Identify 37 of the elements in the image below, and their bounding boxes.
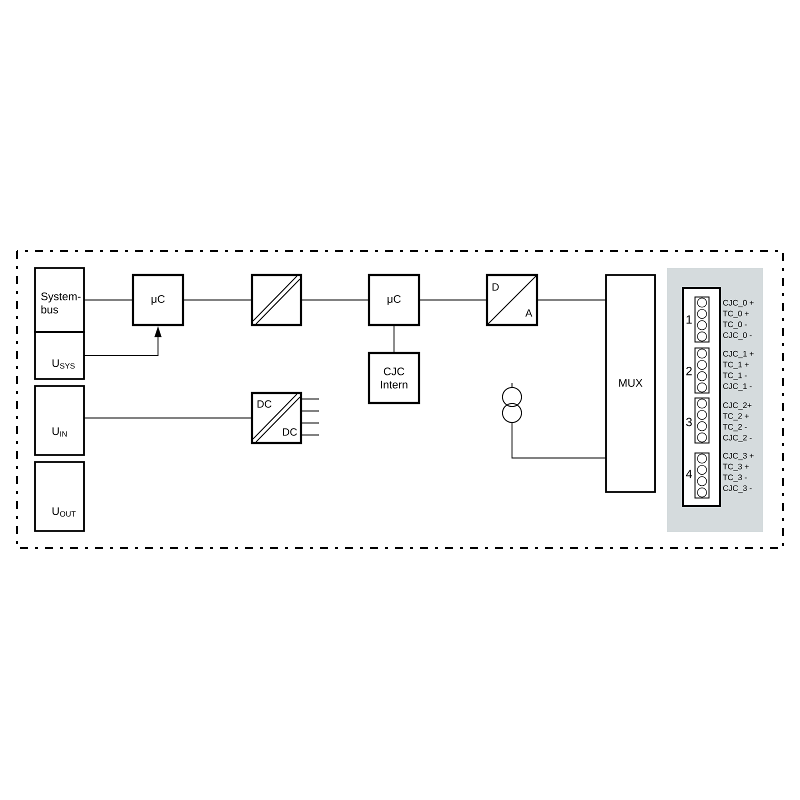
pin-label: CJC_1 - [723,383,752,390]
connection-line [512,422,606,458]
function-block: μC [368,274,420,326]
pin-label: CJC_0 + [723,300,754,308]
connector-number: 1 [686,315,692,324]
connector-number: 3 [686,418,692,426]
converter-block: D A [486,274,538,326]
pin-label: CJC_3 - [723,485,752,492]
column-segment: U$_{OUT}$ [34,461,85,532]
function-block: CJC Intern [368,352,420,404]
output-line [300,410,320,412]
column-segment: U$_{SYS}$ [34,331,85,380]
pin-label: CJC_2 - [723,434,752,442]
pin-label: TC_1 - [722,372,747,380]
pin-label: TC_2 + [722,413,749,420]
converter-block: DC DC [250,392,302,444]
pin-label: TC_2 - [722,424,747,432]
current-source-symbol [502,382,522,423]
pin-label: CJC_0 - [723,332,752,340]
pin-label: TC_0 - [722,322,747,329]
pin-label: CJC_2+ [723,402,752,410]
pin-label: CJC_3 + [723,452,754,460]
pin-label: TC_1 + [722,362,749,369]
connector-number: 4 [686,470,692,478]
pin-label: CJC_1 + [723,350,754,358]
output-line [300,398,320,400]
output-line [300,422,320,424]
output-line [300,434,320,436]
function-block: μC [132,274,184,326]
column-segment: U$_{IN}$ [34,385,85,456]
pin-label: TC_3 - [722,474,747,482]
isolator-block [250,274,302,326]
pin-label: TC_0 + [722,310,749,318]
pin-label: TC_3 + [722,464,749,471]
connector-number: 2 [686,366,692,376]
column-segment: System- bus [34,267,85,333]
multiplexer-block: MUX [605,274,656,493]
